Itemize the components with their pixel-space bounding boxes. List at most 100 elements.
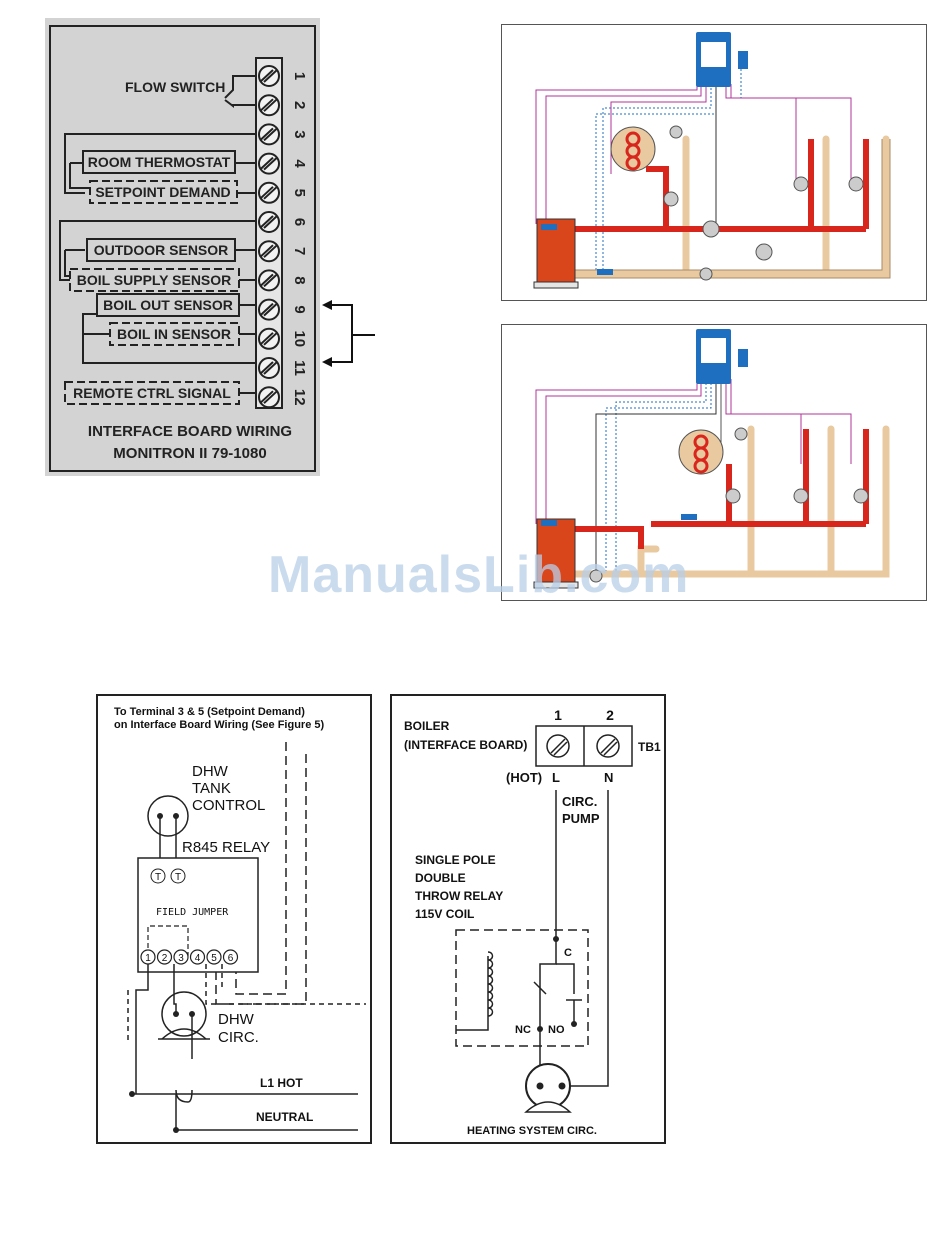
terminal-screw-slot	[259, 244, 274, 258]
terminal-pointer-arrow	[322, 300, 375, 367]
terminal-screw-slot	[259, 186, 274, 200]
terminal-screw-3	[258, 123, 280, 146]
terminal-screw-slot	[259, 127, 274, 142]
terminal-screw-slot	[263, 273, 278, 288]
r845-relay-label: R845 RELAY	[182, 839, 270, 856]
boiler-relay-wiring-diagram: BOILER (INTERFACE BOARD) 1 2 TB1 (HOT) L…	[390, 694, 666, 1144]
terminal-screw-11	[258, 357, 280, 379]
dhw-circ-line2: CIRC.	[218, 1029, 259, 1046]
outdoor-sensor-label: OUTDOOR SENSOR	[94, 242, 229, 258]
relay-desc-line1: SINGLE POLE	[415, 853, 496, 867]
relay-t2: T	[175, 872, 181, 883]
dhw-tank-top	[610, 126, 656, 172]
neutral-label: NEUTRAL	[256, 1110, 313, 1124]
terminal-number-3: 3	[291, 130, 308, 138]
heating-system-circ-label: HEATING SYSTEM CIRC.	[467, 1125, 597, 1137]
terminal-screw-slot	[263, 361, 278, 375]
terminal-screw-4	[258, 152, 280, 175]
relay-t1: T	[155, 872, 161, 883]
relay-no-label: NO	[548, 1024, 565, 1036]
interface-board-title: INTERFACE BOARD WIRING	[88, 423, 292, 440]
piping-diagram-top	[501, 24, 927, 301]
terminal-number-7: 7	[291, 247, 308, 255]
terminal-screw-slot	[259, 98, 274, 112]
terminal-screw-slot	[263, 244, 278, 258]
dhw-circ-line1: DHW	[218, 1011, 255, 1028]
relay-terminal-number-3: 3	[178, 953, 184, 964]
terminal-screw-slot	[259, 332, 274, 346]
line-l-label: L	[552, 770, 560, 785]
circ-pump-line1: CIRC.	[562, 794, 597, 809]
tb1-number-1: 1	[554, 707, 562, 723]
terminal-screw-slot	[263, 69, 278, 83]
setpoint-demand-label: SETPOINT DEMAND	[95, 184, 230, 200]
relay-terminal-5	[206, 949, 222, 965]
tank-control-line2: TANK	[192, 780, 231, 797]
terminal-screw-slot	[259, 361, 274, 375]
terminal-screw-slot	[259, 302, 274, 317]
relay-terminal-2	[156, 949, 173, 965]
terminal-screw-slot	[259, 390, 274, 404]
tank-control-line1: DHW	[192, 763, 229, 780]
terminal-note-line2: on Interface Board Wiring (See Figure 5)	[114, 719, 324, 731]
relay-desc-line3: THROW RELAY	[415, 889, 503, 903]
terminal-screw-slot	[263, 186, 278, 200]
terminal-number-10: 10	[291, 330, 308, 347]
dhw-tank-bottom	[678, 429, 724, 475]
dhw-tank-control-symbol	[147, 795, 189, 837]
field-jumper-label: FIELD JUMPER	[156, 907, 229, 918]
terminal-screw-10	[258, 327, 280, 350]
terminal-screw-slot	[263, 98, 278, 112]
terminal-number-12: 12	[291, 389, 308, 406]
room-thermostat-label: ROOM THERMOSTAT	[88, 154, 231, 170]
neutral-n-label: N	[604, 770, 613, 785]
relay-terminal-number-5: 5	[211, 953, 217, 964]
relay-terminal-number-4: 4	[195, 953, 201, 964]
relay-terminal-number-1: 1	[145, 953, 151, 964]
terminal-number-1: 1	[291, 72, 308, 80]
relay-desc-line2: DOUBLE	[415, 871, 466, 885]
relay-terminal-number-6: 6	[228, 953, 234, 964]
piping-diagram-bottom	[501, 324, 927, 601]
relay-desc-line4: 115V COIL	[415, 907, 474, 921]
tank-control-line3: CONTROL	[192, 797, 265, 814]
spdt-relay-enclosure	[455, 929, 589, 1047]
terminal-screw-8	[258, 269, 280, 292]
terminal-number-5: 5	[291, 189, 308, 197]
terminal-screw-6	[258, 211, 280, 233]
boil-supply-sensor-label: BOIL SUPPLY SENSOR	[77, 272, 232, 288]
tb1-label: TB1	[638, 740, 661, 754]
terminal-screw-slot	[263, 156, 278, 171]
terminal-screw-1	[258, 65, 280, 87]
watermark: ManualsLib.com	[268, 546, 690, 604]
terminal-number-8: 8	[291, 276, 308, 284]
terminal-number-6: 6	[291, 218, 308, 226]
terminal-screw-slot	[259, 69, 274, 83]
terminal-number-2: 2	[291, 101, 308, 109]
terminal-screw-5	[258, 181, 280, 204]
interface-board-model: MONITRON II 79-1080	[113, 445, 266, 462]
hot-label: (HOT)	[506, 770, 542, 785]
terminal-note-line1: To Terminal 3 & 5 (Setpoint Demand)	[114, 706, 305, 718]
terminal-screw-slot	[263, 390, 278, 404]
terminal-number-4: 4	[291, 159, 308, 168]
relay-terminal-4	[189, 949, 206, 965]
terminal-screw-slot	[263, 302, 278, 317]
boil-in-sensor-label: BOIL IN SENSOR	[117, 326, 231, 342]
flow-switch-label: FLOW SWITCH	[125, 79, 225, 95]
terminal-screw-slot	[263, 127, 278, 142]
terminal-number-9: 9	[291, 305, 308, 313]
remote-ctrl-signal-label: REMOTE CTRL SIGNAL	[73, 385, 231, 401]
terminal-screw-9	[258, 298, 280, 321]
relay-nc-label: NC	[515, 1024, 531, 1036]
terminal-screw-2	[258, 94, 280, 117]
terminal-screw-slot	[263, 215, 278, 229]
relay-c-label: C	[564, 947, 572, 959]
boil-out-sensor-label: BOIL OUT SENSOR	[103, 297, 233, 313]
terminal-number-11: 11	[291, 360, 308, 376]
dhw-relay-wiring-diagram: To Terminal 3 & 5 (Setpoint Demand) on I…	[96, 694, 372, 1144]
tb1-number-2: 2	[606, 707, 614, 723]
boiler-label-line2: (INTERFACE BOARD)	[404, 738, 527, 752]
terminal-screw-slot	[259, 215, 274, 229]
